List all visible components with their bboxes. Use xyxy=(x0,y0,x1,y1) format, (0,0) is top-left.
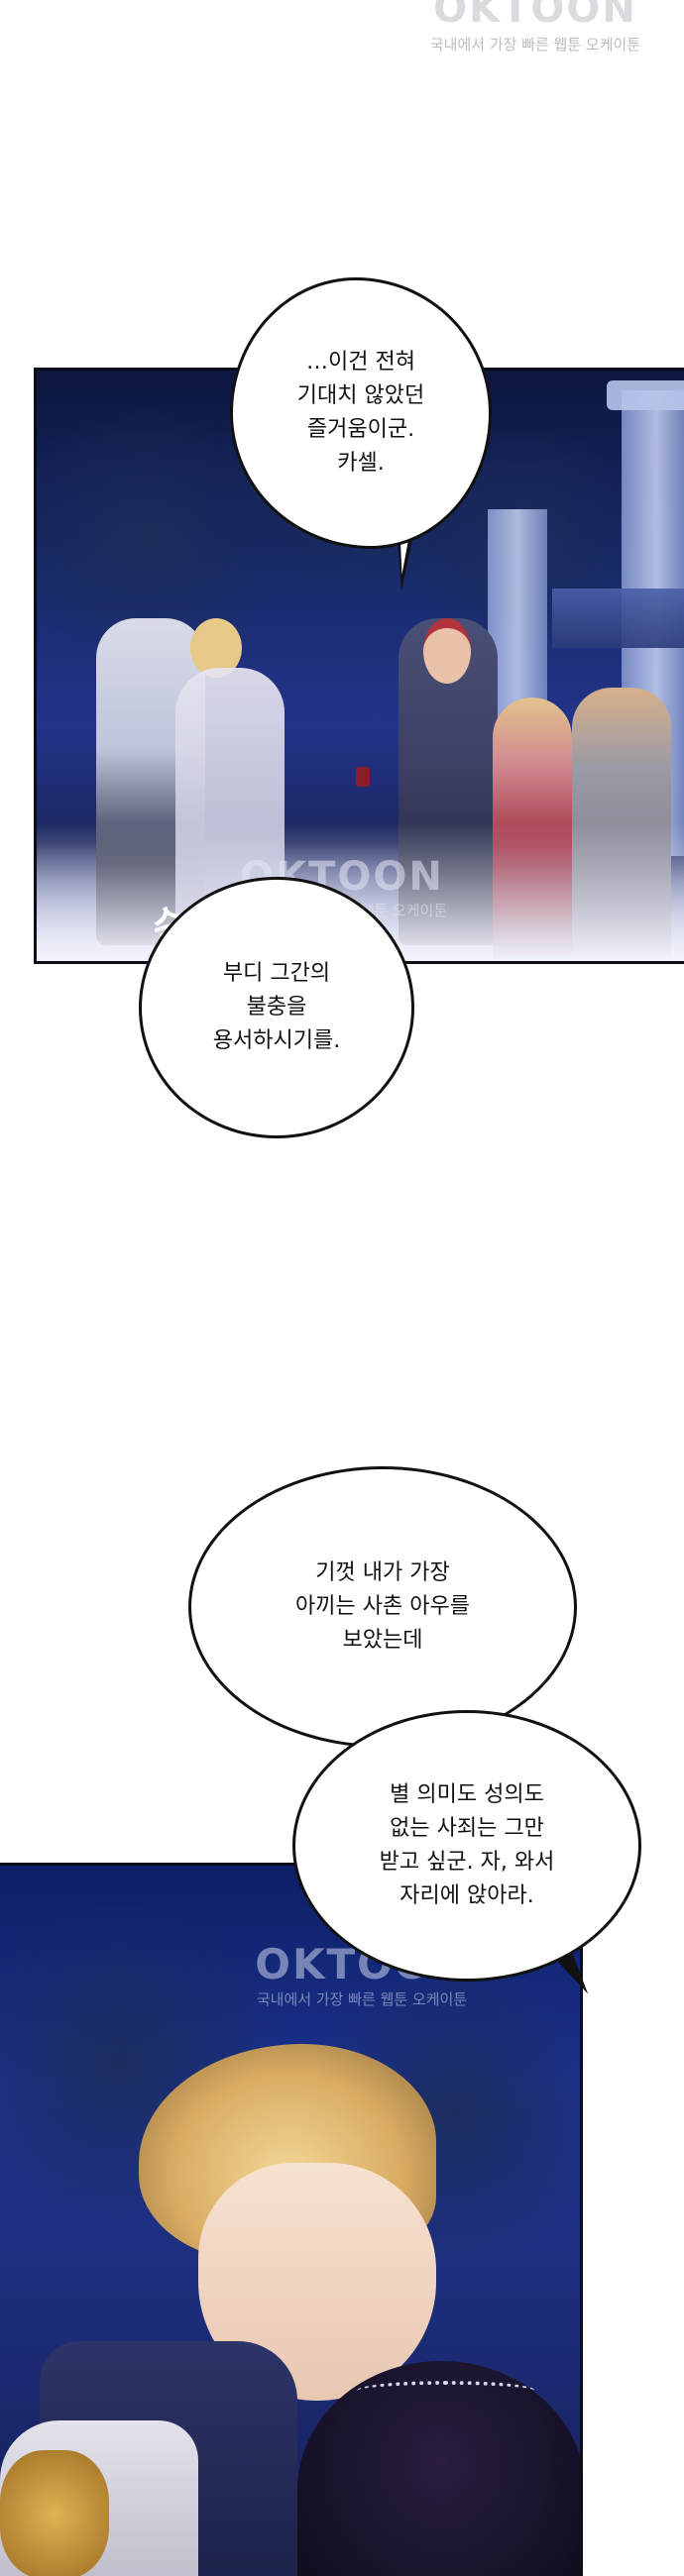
gold-epaulette xyxy=(0,2450,109,2576)
pillar-capital xyxy=(607,380,684,410)
speech-bubble: 부디 그간의 불충을 용서하시기를. xyxy=(139,877,414,1138)
dialogue-text: 별 의미도 성의도 없는 사죄는 그만 받고 싶군. 자, 와서 자리에 앉아라… xyxy=(379,1782,555,1908)
speech-bubble: 기껏 내가 가장 아끼는 사촌 아우를 보았는데 xyxy=(188,1466,577,1748)
speech-bubble: 별 의미도 성의도 없는 사죄는 그만 받고 싶군. 자, 와서 자리에 앉아라… xyxy=(292,1710,641,1982)
panel-closeup xyxy=(0,1863,583,2576)
pearl-hairpiece xyxy=(357,2381,535,2401)
speech-bubble: …이건 전혀 기대치 않았던 즐거움이군. 카셀. xyxy=(230,277,492,549)
dialogue-text: 기껏 내가 가장 아끼는 사촌 아우를 보았는데 xyxy=(295,1560,470,1653)
watermark-tagline: 국내에서 가장 빠른 웹툰 오케이툰 xyxy=(429,36,641,54)
dialogue-text: …이건 전혀 기대치 않았던 즐거움이군. 카셀. xyxy=(296,350,425,476)
watermark-top: OKTOON 국내에서 가장 빠른 웹툰 오케이툰 xyxy=(387,0,684,54)
watermark-logo: OKTOON xyxy=(433,0,637,32)
figure-red-haired-man-head xyxy=(423,618,471,684)
wine-glass xyxy=(356,767,370,787)
dialogue-text: 부디 그간의 불충을 용서하시기를. xyxy=(212,961,341,1053)
gazebo-canopy xyxy=(552,589,684,648)
